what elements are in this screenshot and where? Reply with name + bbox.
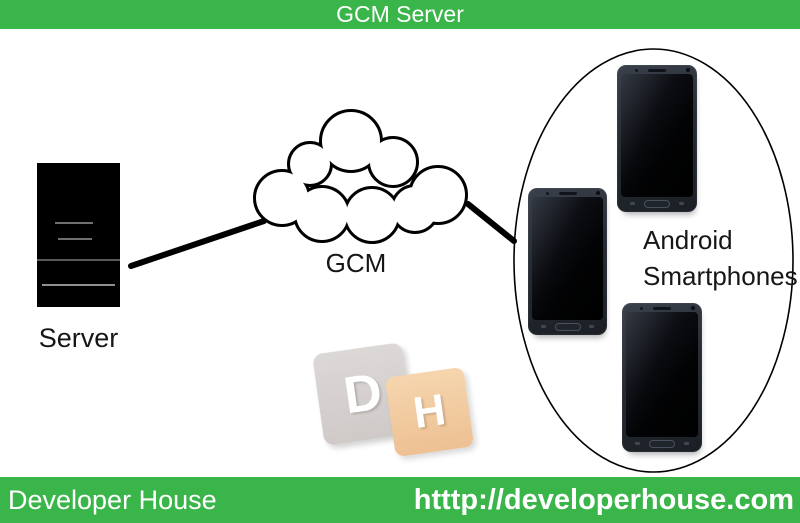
phone-screen — [626, 312, 698, 437]
phone-home-button — [554, 323, 581, 331]
server-icon — [37, 163, 120, 307]
phone-softkey — [541, 325, 546, 328]
connector-server-to-cloud — [128, 218, 267, 269]
smartphone-icon — [617, 65, 697, 212]
server-detail-line — [42, 284, 115, 286]
smartphone-icon — [528, 188, 607, 335]
phone-screen — [621, 74, 693, 197]
phone-softkey — [679, 202, 684, 205]
phone-home-button — [644, 200, 670, 208]
footer-url-label: htttp://developerhouse.com — [413, 483, 794, 516]
footer-brand-label: Developer House — [8, 484, 217, 515]
smartphone-icon — [622, 303, 702, 452]
page-title: GCM Server — [336, 1, 464, 27]
server-detail-line — [55, 222, 93, 224]
phone-sensor — [635, 69, 638, 72]
footer-bar: Developer House htttp://developerhouse.c… — [0, 477, 800, 523]
phone-softkey — [635, 442, 640, 445]
phone-softkey — [684, 442, 689, 445]
group-label-line1: Android — [643, 225, 733, 255]
header-bar: GCM Server — [0, 0, 800, 29]
connector-cloud-to-group — [465, 201, 517, 244]
phone-sensor — [546, 192, 549, 195]
phone-camera — [686, 68, 690, 72]
logo-letter-d: D — [340, 362, 386, 426]
ellipse-outline — [513, 48, 794, 473]
phone-softkey — [589, 325, 594, 328]
phone-softkey — [630, 202, 635, 205]
phone-screen — [532, 197, 603, 320]
phone-speaker — [558, 192, 577, 195]
phone-camera — [691, 306, 695, 310]
cloud-icon — [253, 109, 468, 244]
phone-camera — [596, 191, 600, 195]
server-detail-line — [58, 238, 92, 240]
logo-tile-h: H — [384, 366, 475, 458]
cloud-label: GCM — [325, 248, 387, 278]
server-detail-line — [37, 259, 120, 261]
server-label: Server — [38, 323, 119, 353]
group-label: Android Smartphones — [643, 222, 800, 294]
phone-speaker — [648, 69, 666, 72]
phone-speaker — [653, 307, 671, 310]
phone-sensor — [640, 307, 643, 310]
logo-letter-h: H — [410, 385, 449, 438]
phone-home-button — [649, 440, 675, 448]
group-label-line2: Smartphones — [643, 261, 798, 291]
